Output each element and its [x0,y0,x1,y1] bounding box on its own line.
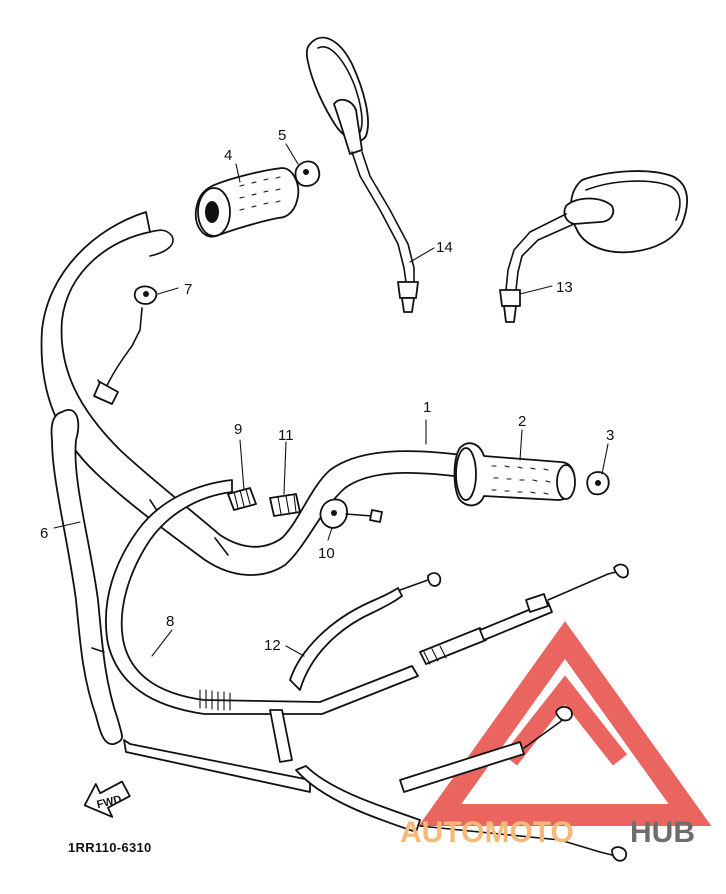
callout-7: 7 [184,281,192,298]
callout-5: 5 [278,127,286,144]
throttle-grip[interactable] [194,167,300,238]
cable-locknut[interactable] [269,493,301,517]
cap-nut[interactable] [294,160,321,187]
grip-end-cap[interactable] [586,471,610,496]
fwd-label: FWD [96,793,123,811]
diagram-code: 1RR110-6310 [68,840,152,855]
callout-3: 3 [606,427,614,444]
leader-lines [53,143,609,657]
callout-9: 9 [234,421,242,438]
throttle-cable[interactable] [105,479,573,793]
mirror-left[interactable] [305,36,419,313]
fwd-arrow: FWD [83,780,131,818]
watermark-text-left: AUTOMOTO [400,816,574,849]
watermark-text-right: HUB [630,816,695,849]
callout-13: 13 [556,279,573,296]
watermark-logo [418,621,712,826]
callout-2: 2 [518,413,526,430]
callout-1: 1 [423,399,431,416]
callout-10: 10 [318,545,335,562]
watermark-triangle-inner [502,675,628,766]
callout-8: 8 [166,613,174,630]
grip-right[interactable] [453,442,576,507]
brake-hose[interactable] [50,409,123,745]
clutch-lever-holder[interactable] [93,285,158,405]
callouts: 1 2 3 4 5 6 7 8 9 10 11 12 13 14 [40,127,614,654]
clutch-cable[interactable] [269,563,629,862]
callout-4: 4 [224,147,232,164]
callout-11: 11 [278,427,294,444]
watermark-triangle-outer [418,621,712,826]
callout-6: 6 [40,525,48,542]
mirror-right[interactable] [499,170,688,323]
cable-holder[interactable] [319,498,383,529]
cable-adjuster[interactable] [227,487,257,511]
callout-14: 14 [436,239,453,256]
callout-12: 12 [264,637,281,654]
